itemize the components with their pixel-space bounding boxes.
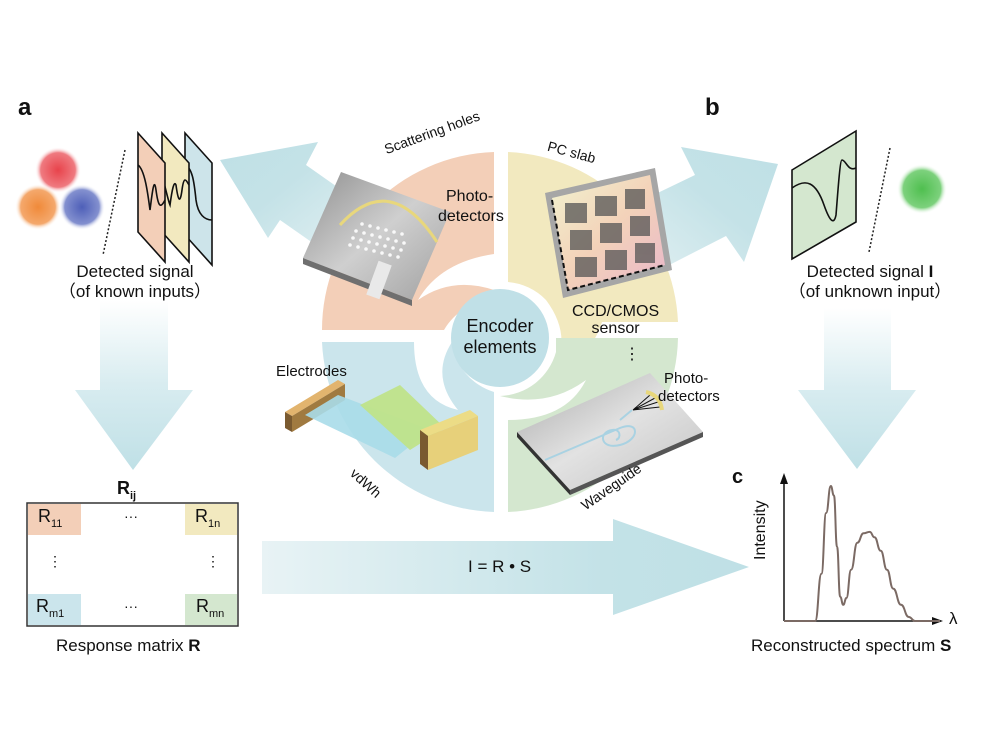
dotted-separator-b xyxy=(868,147,891,253)
label-photodetectors-1a: Photo- xyxy=(446,188,494,205)
panel-label-a: a xyxy=(18,94,32,121)
pc-slab-device xyxy=(545,168,672,298)
label-ccd-line1: CCD/CMOS xyxy=(572,303,660,320)
chart-ylabel: Intensity xyxy=(752,500,769,560)
matrix-title-main: R xyxy=(117,478,130,498)
panel-b-caption: Detected signal I （of unknown input） xyxy=(770,262,970,302)
panel-a-caption-line2: （of known inputs） xyxy=(58,282,212,301)
label-ccd-line2: sensor xyxy=(591,320,640,337)
label-more-elements: ⋮ xyxy=(624,346,640,363)
label-electrodes: Electrodes xyxy=(276,363,347,380)
dotted-separator-a xyxy=(102,149,126,256)
matrix-cell-rmn: Rmn xyxy=(196,596,225,620)
chart-caption: Reconstructed spectrum S xyxy=(751,636,951,656)
green-light-spot xyxy=(897,164,947,214)
matrix-hdots-bottom: ··· xyxy=(124,598,138,614)
matrix-cell-r1n: R1n xyxy=(195,506,221,530)
chart-caption-text: Reconstructed spectrum xyxy=(751,636,940,655)
label-photodetectors-2a: Photo- xyxy=(664,370,709,387)
matrix-caption-bold: R xyxy=(188,636,201,655)
spectrum-axes xyxy=(780,473,943,625)
matrix-vdots-right: ⋮ xyxy=(206,553,220,569)
encoder-center-circle xyxy=(451,289,549,387)
label-photodetectors-2b: detectors xyxy=(658,388,720,405)
vdwh-device xyxy=(285,380,478,470)
arrow-down-b xyxy=(798,308,916,469)
orange-light-spot xyxy=(15,184,61,230)
chart-xlabel: λ xyxy=(949,609,958,628)
matrix-title: Rij xyxy=(117,478,136,502)
equation-label: I = R • S xyxy=(468,557,532,576)
panel-b-caption-line2: （of unknown input） xyxy=(788,282,952,301)
y-axis-arrowhead xyxy=(780,473,788,484)
label-photodetectors-2: Photo- detectors xyxy=(658,370,720,406)
panel-label-b: b xyxy=(705,94,720,121)
panel-b-caption-line1: Detected signal I xyxy=(770,262,970,282)
label-photodetectors-1: Photo- detectors xyxy=(438,187,504,227)
matrix-hdots-top: ··· xyxy=(124,508,138,524)
matrix-title-sub: ij xyxy=(130,490,137,502)
encoder-center-label: Encoder elements xyxy=(451,316,549,358)
matrix-cell-rm1: Rm1 xyxy=(36,596,65,620)
matrix-caption: Response matrix R xyxy=(56,636,201,656)
panel-a-caption-line1: Detected signal xyxy=(76,262,194,281)
blue-light-spot xyxy=(59,184,105,230)
spectrum-curve xyxy=(784,484,940,622)
panel-b-caption-text: Detected signal xyxy=(806,262,929,281)
panel-b-caption-bold: I xyxy=(928,262,934,281)
label-photodetectors-1b: detectors xyxy=(438,208,504,225)
encoder-center-line2: elements xyxy=(463,337,537,357)
matrix-caption-text: Response matrix xyxy=(56,636,189,655)
signal-frames-a xyxy=(137,130,213,268)
signal-frame-b xyxy=(791,129,857,261)
matrix-cell-r11: R11 xyxy=(38,506,63,530)
label-ccd-cmos: CCD/CMOS sensor xyxy=(572,303,659,337)
waveguide-device xyxy=(517,373,703,495)
response-matrix-box xyxy=(26,502,239,627)
panel-a-caption: Detected signal （of known inputs） xyxy=(40,262,230,302)
encoder-center-line1: Encoder xyxy=(466,316,534,336)
panel-label-c: c xyxy=(732,466,744,488)
arrow-right-equation xyxy=(262,519,749,615)
red-light-spot xyxy=(35,147,81,193)
matrix-vdots-left: ⋮ xyxy=(48,553,62,569)
scattering-chip-device xyxy=(303,172,450,306)
chart-caption-bold: S xyxy=(939,636,952,655)
arrow-down-a xyxy=(75,300,193,470)
